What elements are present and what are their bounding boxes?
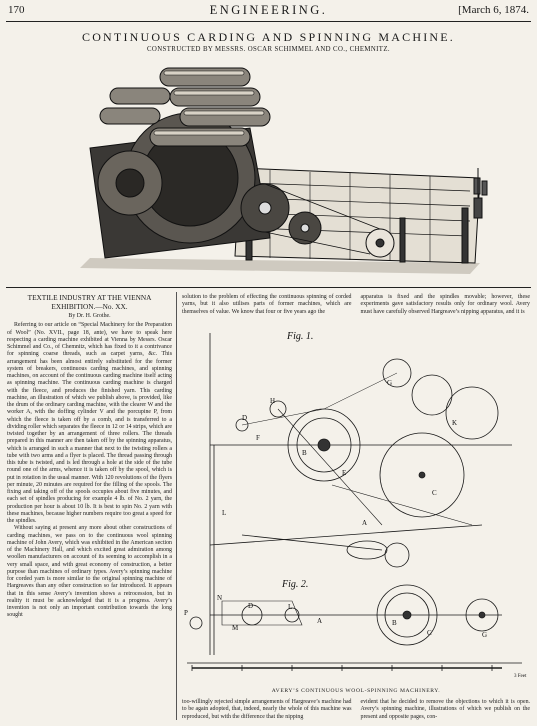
part-letter: C (427, 629, 432, 637)
carding-machine-engraving (80, 67, 488, 274)
column-divider (176, 292, 177, 720)
part-letter: D (242, 414, 247, 422)
part-letter: B (392, 619, 397, 627)
part-letter: K (452, 419, 457, 427)
article-subtitle: CONSTRUCTED BY MESSRS. OSCAR SCHIMMEL AN… (146, 46, 390, 53)
section-heading: TEXTILE INDUSTRY AT THE VIENNA EXHIBITIO… (27, 293, 152, 311)
part-letter: A (317, 617, 322, 625)
running-head: 170 ENGINEERING. [March 6, 1874. (8, 3, 529, 20)
body-paragraph: too-willingly rejected simple arrangemen… (182, 699, 352, 720)
page-number: 170 (8, 4, 25, 16)
part-letter: G (482, 631, 487, 639)
body-paragraph: Without saying at present any more about… (7, 525, 172, 619)
spinning-machinery-figure: Fig. 1. Fig. 2. 3 Feet C B A D G H F E K… (184, 331, 527, 679)
body-paragraph: Referring to our article on “Special Mac… (7, 322, 172, 525)
article-columns-top: solution to the problem of effecting the… (182, 294, 530, 316)
part-letter: E (342, 469, 346, 477)
figure-caption: AVERY’S CONTINUOUS WOOL-SPINNING MACHINE… (271, 688, 441, 694)
part-letter: L (288, 603, 292, 611)
part-letter: N (217, 594, 222, 602)
fig-2-label: Fig. 2. (281, 579, 308, 590)
part-letter: D (248, 602, 253, 610)
section-rule (6, 287, 531, 288)
header-rule (6, 21, 531, 22)
body-paragraph: solution to the problem of effecting the… (182, 294, 352, 315)
part-letter: C (432, 489, 437, 497)
part-letter: P (184, 609, 188, 617)
article-columns-bottom: too-willingly rejected simple arrangemen… (182, 699, 530, 721)
part-letter: L (222, 509, 226, 517)
part-letter: B (302, 449, 307, 457)
fig-1-label: Fig. 1. (286, 331, 313, 342)
journal-title: ENGINEERING. (209, 3, 328, 17)
part-letter: H (270, 397, 275, 405)
article-title: CONTINUOUS CARDING AND SPINNING MACHINE. (81, 30, 455, 44)
body-paragraph: apparatus is fixed and the spindles mova… (360, 294, 531, 315)
issue-date: [March 6, 1874. (458, 4, 529, 16)
part-letter: F (256, 434, 260, 442)
part-letter: M (232, 624, 239, 632)
scale-label: 3 Feet (514, 674, 527, 679)
article-column-1: TEXTILE INDUSTRY AT THE VIENNA EXHIBITIO… (7, 293, 172, 620)
body-paragraph: evident that he decided to remove the ob… (360, 699, 531, 720)
byline: By Dr. H. Grothe. (68, 313, 111, 320)
part-letter: A (362, 519, 367, 527)
part-letter: G (387, 379, 392, 387)
